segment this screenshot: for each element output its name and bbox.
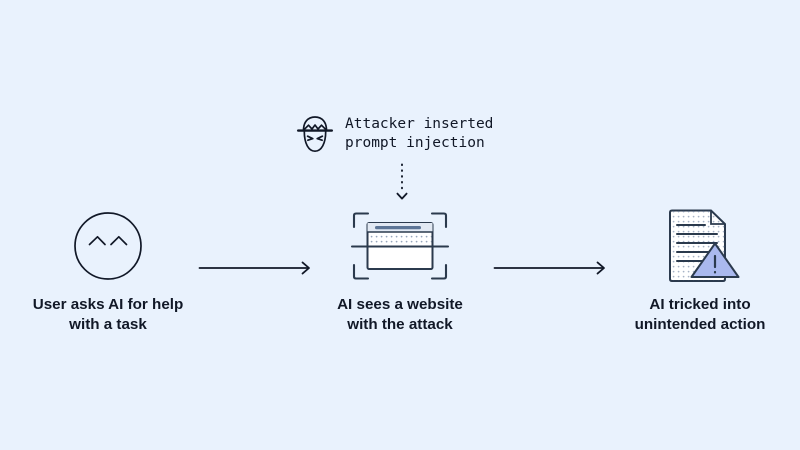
document-warning-icon — [657, 205, 743, 292]
pipeline-row: User asks AI for help with a task — [0, 205, 800, 345]
attacker-annotation: Attacker inserted prompt injection — [294, 112, 493, 156]
attacker-line-1: Attacker inserted — [345, 116, 494, 133]
dotted-down-arrow-icon — [385, 163, 419, 205]
step-ai-tricked: AI tricked into unintended action — [580, 205, 800, 335]
step-3-icon-wrap — [580, 205, 800, 291]
attacker-line-2: prompt injection — [345, 135, 485, 151]
step-3-caption: AI tricked into unintended action — [634, 296, 766, 334]
arrow-right-icon-2 — [493, 257, 609, 279]
step-user-asks: User asks AI for help with a task — [0, 205, 228, 335]
scanned-browser-window-icon — [350, 205, 450, 292]
step-1-caption: User asks AI for help with a task — [32, 296, 184, 334]
smiling-face-circle-icon — [71, 209, 145, 288]
step-ai-sees-website: AI sees a website with the attack — [280, 205, 520, 335]
arrow-right-icon-1 — [198, 257, 314, 279]
step-2-icon-wrap — [280, 205, 520, 291]
step-2-caption: AI sees a website with the attack — [337, 296, 463, 334]
attacker-annotation-text: Attacker inserted prompt injection — [345, 115, 493, 152]
hacker-fedora-face-icon — [294, 112, 336, 156]
step-1-icon-wrap — [0, 205, 228, 291]
